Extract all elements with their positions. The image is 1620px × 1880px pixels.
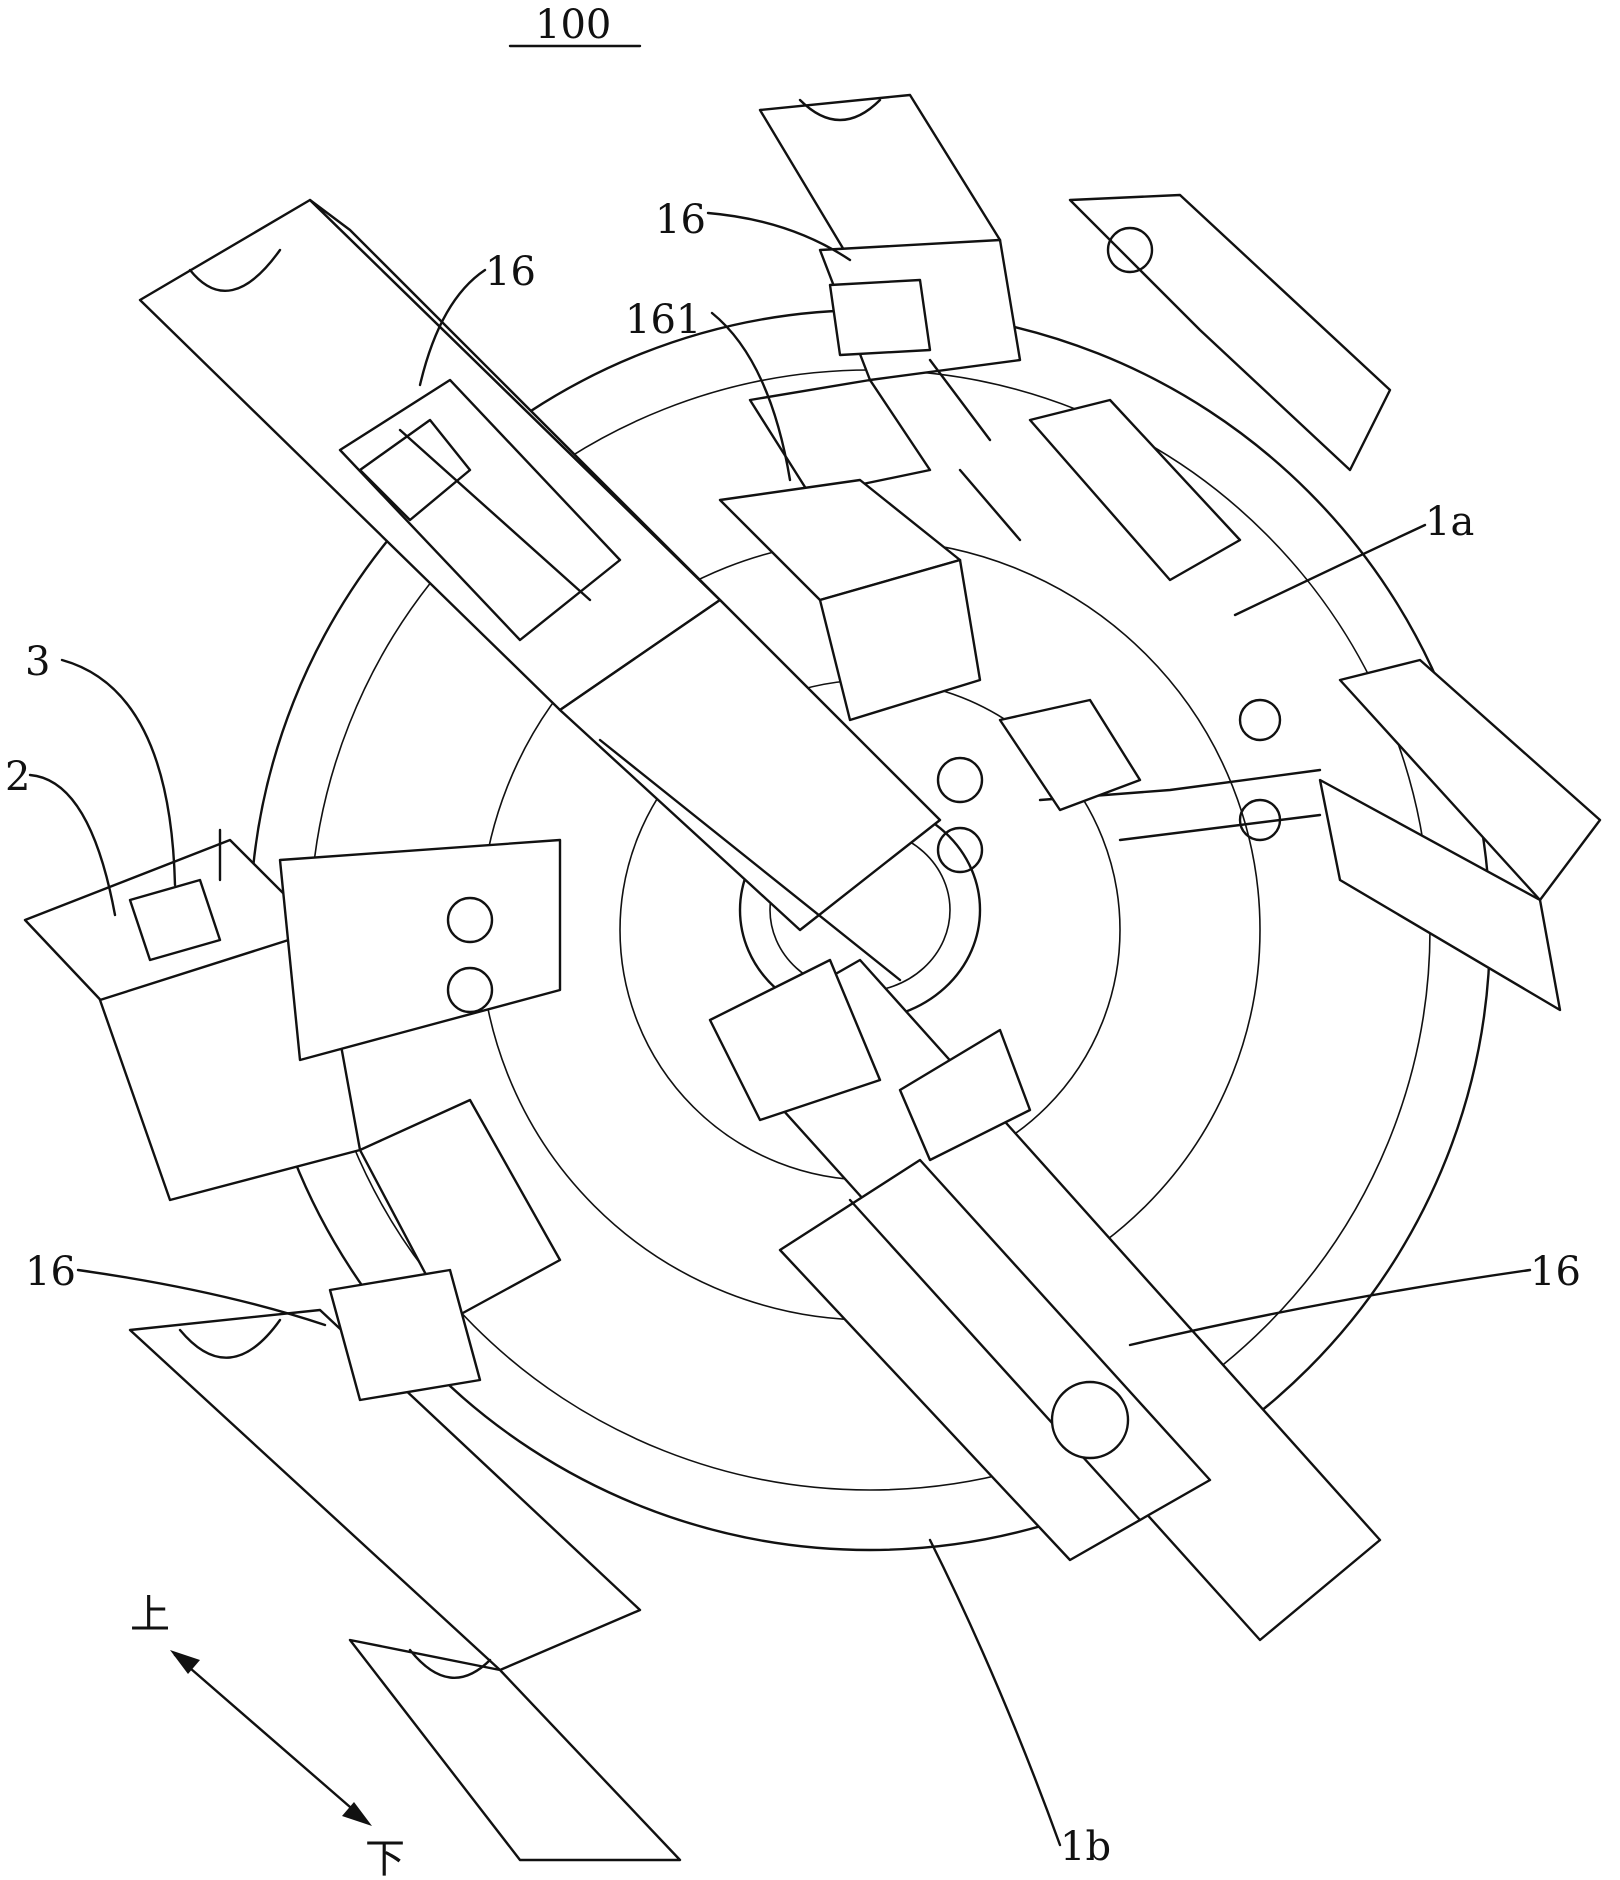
label-2: 2 — [5, 754, 30, 800]
arm-top — [718, 93, 1022, 722]
label-161: 161 — [625, 297, 701, 343]
label-1b: 1b — [1060, 1824, 1111, 1870]
label-3: 3 — [25, 639, 50, 685]
label-16-upper-left: 16 — [485, 249, 536, 295]
arm-upper-left — [138, 198, 942, 982]
direction-indicator: 上 下 — [130, 1592, 405, 1880]
direction-arrow-line — [173, 1653, 367, 1822]
direction-down-label: 下 — [365, 1836, 405, 1880]
label-1a: 1a — [1425, 499, 1474, 545]
arrow-head-up-icon — [170, 1650, 200, 1674]
callouts: 16 16 161 1a 3 2 16 16 1b — [5, 197, 1581, 1870]
arm-lower-right — [708, 958, 1382, 1642]
label-16-top: 16 — [655, 197, 706, 243]
left-component — [23, 828, 562, 1202]
label-16-lower-right: 16 — [1530, 1249, 1581, 1295]
figure-number: 100 — [535, 2, 611, 48]
label-16-lower-left: 16 — [25, 1249, 76, 1295]
right-blocks — [936, 193, 1602, 1012]
arm-lower-left — [128, 1098, 682, 1862]
direction-up-label: 上 — [130, 1592, 170, 1638]
arrow-head-down-icon — [342, 1802, 372, 1826]
